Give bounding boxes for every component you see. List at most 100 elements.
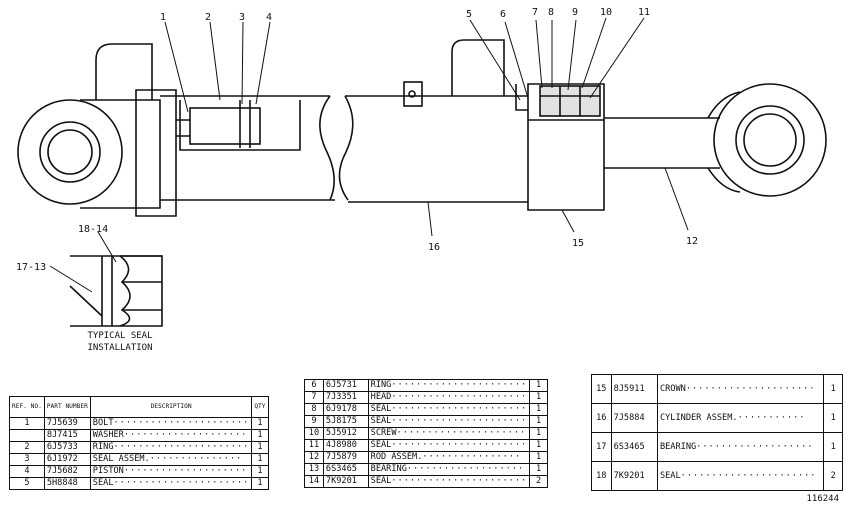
part-ref-cell: 17 bbox=[591, 432, 612, 462]
leader-dots: ······················ bbox=[391, 440, 528, 451]
part-number-cell: 6J1972 bbox=[43, 453, 91, 466]
part-qty-cell: 1 bbox=[251, 429, 269, 442]
part-ref-cell: 14 bbox=[304, 475, 324, 488]
part-description-cell: SCREW····················· bbox=[367, 427, 531, 440]
part-description-cell: PISTON···················· bbox=[89, 465, 253, 478]
leader-dots: ··················· bbox=[696, 441, 814, 452]
seal-caption: TYPICAL SEAL INSTALLATION bbox=[80, 330, 160, 354]
part-qty-cell: 1 bbox=[529, 379, 548, 392]
part-qty-cell: 2 bbox=[529, 475, 548, 488]
header-description: DESCRIPTION bbox=[89, 396, 253, 418]
part-ref-cell: 18 bbox=[591, 461, 612, 491]
part-ref-cell: 15 bbox=[591, 374, 612, 404]
part-ref-cell: 4 bbox=[9, 465, 45, 478]
leader-dots: ······················ bbox=[680, 470, 817, 481]
part-ref-cell: 10 bbox=[304, 427, 324, 440]
part-ref-cell: 7 bbox=[304, 391, 324, 404]
part-qty-cell: 1 bbox=[251, 477, 269, 490]
part-description-cell: ROD ASSEM.················ bbox=[367, 451, 531, 464]
callout-9: 9 bbox=[572, 7, 578, 18]
part-ref-cell: 11 bbox=[304, 439, 324, 452]
part-description-cell: CROWN····················· bbox=[656, 374, 825, 404]
callout-8: 8 bbox=[548, 7, 554, 18]
part-ref-cell: 3 bbox=[9, 453, 45, 466]
part-description-cell: SEAL······················ bbox=[367, 415, 531, 428]
part-description-cell: BEARING··················· bbox=[367, 463, 531, 476]
part-description-cell: HEAD······················ bbox=[367, 391, 531, 404]
parts-table-header: REF. NO. PART NUMBER DESCRIPTION QTY bbox=[9, 396, 269, 418]
part-description-cell: RING······················ bbox=[89, 441, 253, 454]
callout-10: 10 bbox=[600, 7, 612, 18]
part-description-cell: SEAL······················ bbox=[89, 477, 253, 490]
leader-dots: ······················ bbox=[391, 476, 528, 487]
part-qty-cell: 1 bbox=[529, 415, 548, 428]
part-number-cell: 5J5912 bbox=[322, 427, 369, 440]
part-ref-cell: 5 bbox=[9, 477, 45, 490]
callout-17-13: 17-13 bbox=[16, 262, 46, 273]
callout-5: 5 bbox=[466, 9, 472, 20]
callout-2: 2 bbox=[205, 12, 211, 23]
part-number-cell: 8J7415 bbox=[43, 429, 91, 442]
part-qty-cell: 2 bbox=[823, 461, 843, 491]
leader-dots: ······················ bbox=[391, 416, 528, 427]
part-description-cell: SEAL······················ bbox=[367, 439, 531, 452]
part-qty-cell: 1 bbox=[251, 441, 269, 454]
part-number-cell: 7J5884 bbox=[610, 403, 658, 433]
leader-dots: ······················ bbox=[391, 380, 528, 391]
part-description-cell: SEAL ASSEM.··············· bbox=[89, 453, 253, 466]
part-number-cell: 5J8175 bbox=[322, 415, 369, 428]
leader-dots: ··············· bbox=[149, 454, 243, 465]
callout-7: 7 bbox=[532, 7, 538, 18]
part-description-cell: WASHER···················· bbox=[89, 429, 253, 442]
part-number-cell: 7K9201 bbox=[322, 475, 369, 488]
leader-dots: ···················· bbox=[123, 430, 248, 441]
cylinder-body bbox=[17, 39, 827, 217]
part-ref-cell bbox=[9, 429, 45, 442]
seal-caption-line2: INSTALLATION bbox=[87, 343, 153, 353]
leader-dots: ······················ bbox=[391, 404, 528, 415]
part-number-cell: 7J5879 bbox=[322, 451, 369, 464]
callout-4: 4 bbox=[266, 12, 272, 23]
part-qty-cell: 1 bbox=[251, 465, 269, 478]
callout-11: 11 bbox=[638, 7, 650, 18]
header-qty: QTY bbox=[251, 396, 269, 418]
part-number-cell: 7J5639 bbox=[43, 417, 91, 430]
parts-table-1: REF. NO. PART NUMBER DESCRIPTION QTY 1 7J… bbox=[9, 396, 269, 490]
seal-caption-line1: TYPICAL SEAL bbox=[87, 331, 153, 341]
part-number-cell: 6S3465 bbox=[610, 432, 658, 462]
part-qty-cell: 1 bbox=[529, 403, 548, 416]
part-qty-cell: 1 bbox=[823, 374, 843, 404]
part-ref-cell: 13 bbox=[304, 463, 324, 476]
part-description-cell: CYLINDER ASSEM.··········· bbox=[656, 403, 825, 433]
part-number-cell: 6J5731 bbox=[322, 379, 369, 392]
drawing-id: 116244 bbox=[806, 494, 839, 504]
header-ref-no: REF. NO. bbox=[9, 396, 45, 418]
part-description-cell: BEARING··················· bbox=[656, 432, 825, 462]
header-part-number: PART NUMBER bbox=[43, 396, 91, 418]
leader-dots: ··········· bbox=[737, 412, 806, 423]
part-qty-cell: 1 bbox=[529, 391, 548, 404]
callout-12: 12 bbox=[686, 236, 698, 247]
callout-3: 3 bbox=[239, 12, 245, 23]
part-ref-cell: 12 bbox=[304, 451, 324, 464]
leader-dots: ······················ bbox=[113, 478, 250, 489]
part-number-cell: 4J8980 bbox=[322, 439, 369, 452]
part-number-cell: 5H8848 bbox=[43, 477, 91, 490]
leader-dots: ····················· bbox=[396, 428, 527, 439]
